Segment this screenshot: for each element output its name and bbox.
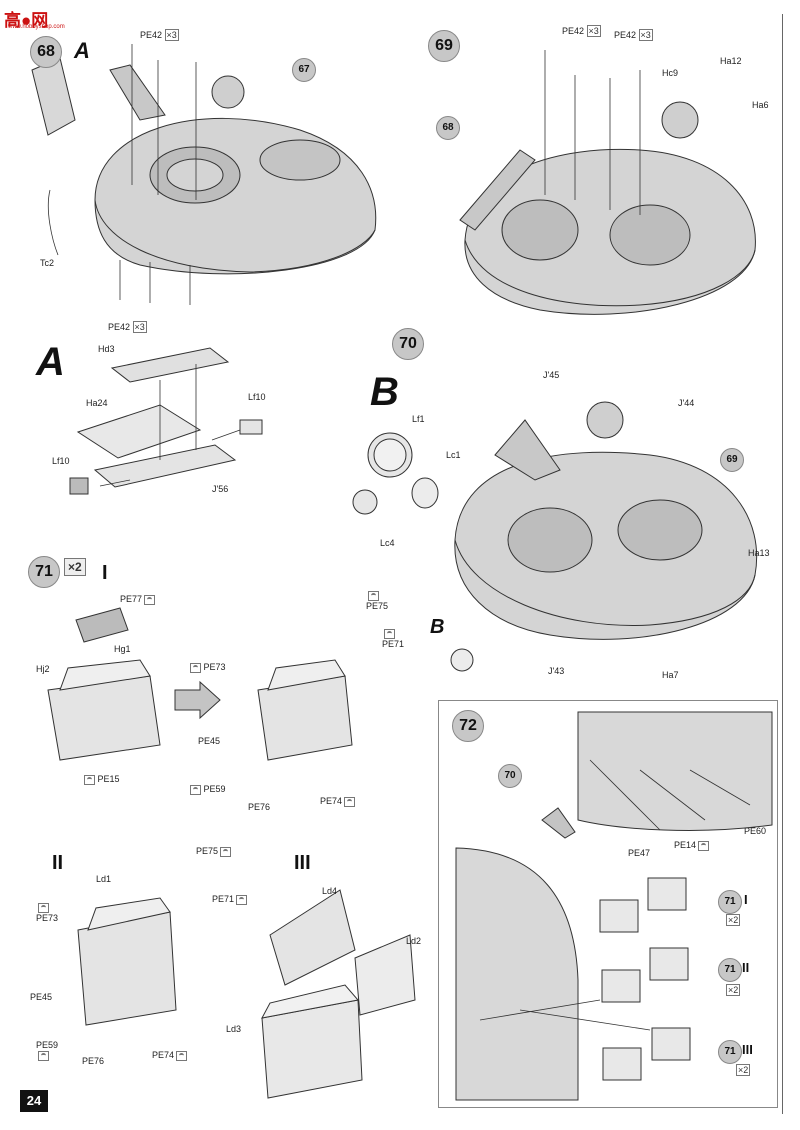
label-j43: J'43	[548, 666, 565, 676]
step-71-multiplier: ×2	[64, 558, 86, 576]
label-pe73-ii: PE73	[36, 902, 58, 923]
label-j45: J'45	[543, 370, 560, 380]
label-ld2: Ld2	[406, 936, 422, 946]
subassembly-b-callout: B	[430, 616, 445, 638]
step-71-number: 71	[28, 556, 60, 588]
label-pe14: PE14	[674, 840, 710, 851]
label-pe76-i: PE76	[248, 802, 271, 812]
multiplier-71-iii: ×2	[736, 1064, 751, 1076]
watermark-logo: 高●网	[4, 11, 49, 30]
turret-70	[454, 451, 758, 640]
etched-part-icon	[176, 1050, 188, 1061]
variant-ii-title: II	[52, 852, 64, 874]
label-lf10-left: Lf10	[52, 456, 70, 466]
ref-71-iii: 71	[718, 1040, 742, 1064]
label-ha6: Ha6	[752, 100, 769, 110]
ref-variant-i: I	[744, 892, 748, 907]
label-pe45-i: PE45	[198, 736, 221, 746]
step-72-panel	[438, 700, 778, 1108]
label-hc9: Hc9	[662, 68, 679, 78]
turret-68	[94, 118, 377, 275]
etched-part-icon	[144, 594, 156, 605]
ref-variant-iii: III	[742, 1042, 753, 1057]
label-ha13: Ha13	[748, 548, 770, 558]
label-pe47: PE47	[628, 848, 651, 858]
label-ld3: Ld3	[226, 1024, 242, 1034]
variant-iii-title: III	[294, 852, 311, 874]
label-hg1: Hg1	[114, 644, 131, 654]
etched-part-icon	[84, 774, 95, 785]
label-pe76-ii: PE76	[82, 1056, 105, 1066]
label-lf10-right: Lf10	[248, 392, 266, 402]
page-number: 24	[20, 1090, 48, 1112]
multiplier-71-i: ×2	[726, 914, 741, 926]
etched-part-icon	[220, 846, 232, 857]
ref-variant-ii: II	[742, 960, 750, 975]
label-j44: J'44	[678, 398, 695, 408]
page-frame	[14, 14, 783, 1114]
label-lf1: Lf1	[412, 414, 425, 424]
label-pe42-68-bottom: PE42 ×3	[108, 321, 147, 333]
etched-part-icon	[190, 784, 201, 795]
label-hj2: Hj2	[36, 664, 50, 674]
step-72-number: 72	[452, 710, 484, 742]
ref-71-i: 71	[718, 890, 742, 914]
etched-part-icon	[236, 894, 248, 905]
label-ld4: Ld4	[322, 886, 338, 896]
ref-67: 67	[292, 58, 316, 82]
step-69-number: 69	[428, 30, 460, 62]
subassembly-b-title: B	[370, 370, 399, 414]
label-pe59-ii: PE59	[36, 1040, 58, 1061]
label-pe71-ii: PE71	[212, 894, 248, 905]
ref-68: 68	[436, 116, 460, 140]
subassembly-a-title: A	[36, 340, 65, 384]
step-68-number: 68	[30, 36, 62, 68]
label-pe60: PE60	[744, 826, 767, 836]
etched-part-icon	[190, 662, 201, 673]
label-pe45-ii: PE45	[30, 992, 53, 1002]
label-pe59-i: PE59	[188, 784, 226, 795]
label-pe42-69-a: PE42 ×3	[562, 25, 601, 37]
etched-part-icon	[38, 902, 49, 913]
label-pe15: PE15	[82, 774, 120, 785]
etched-part-icon	[38, 1050, 49, 1061]
ref-70: 70	[498, 764, 522, 788]
label-lc4: Lc4	[380, 538, 395, 548]
label-ld1: Ld1	[96, 874, 112, 884]
variant-i-title: I	[102, 562, 108, 584]
ref-71-ii: 71	[718, 958, 742, 982]
watermark-url: www.hobbyshop.com	[8, 24, 65, 30]
multiplier-71-ii: ×2	[726, 984, 741, 996]
step-70-number: 70	[392, 328, 424, 360]
ref-69: 69	[720, 448, 744, 472]
label-pe75-i: PE75	[366, 590, 388, 611]
label-pe71-i: PE71	[382, 628, 404, 649]
label-pe74-ii: PE74	[152, 1050, 188, 1061]
label-ha24: Ha24	[86, 398, 108, 408]
etched-part-icon	[698, 840, 710, 851]
etched-part-icon	[344, 796, 356, 807]
etched-part-icon	[384, 628, 395, 639]
label-pe42-68-top: PE42 ×3	[140, 29, 179, 41]
label-pe75-ii: PE75	[196, 846, 232, 857]
label-pe42-69-b: PE42 ×3	[614, 29, 653, 41]
label-tc2: Tc2	[40, 258, 55, 268]
etched-part-icon	[368, 590, 379, 601]
label-j56: J'56	[212, 484, 229, 494]
subassembly-a-callout: A	[74, 38, 90, 63]
label-hd3: Hd3	[98, 344, 115, 354]
label-pe74-i: PE74	[320, 796, 356, 807]
label-lc1: Lc1	[446, 450, 461, 460]
label-pe77: PE77	[120, 594, 156, 605]
label-ha12: Ha12	[720, 56, 742, 66]
label-ha7: Ha7	[662, 670, 679, 680]
label-pe73-i: PE73	[188, 662, 226, 673]
